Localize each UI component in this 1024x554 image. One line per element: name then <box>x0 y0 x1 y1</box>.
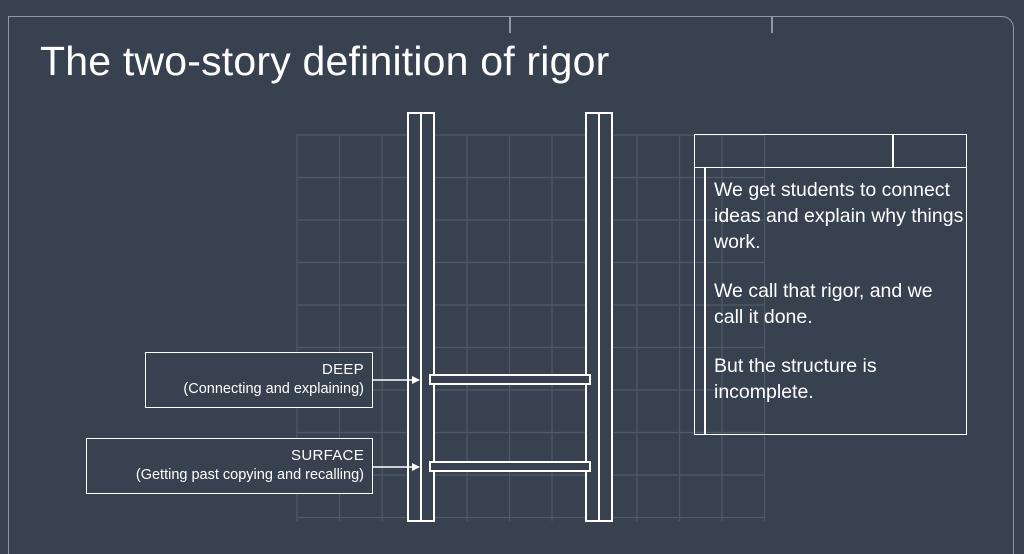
deep-description: (Connecting and explaining) <box>183 381 364 397</box>
note-text: We get students to connect ideas and exp… <box>714 177 964 428</box>
deep-label: DEEP <box>321 361 364 378</box>
left-column <box>407 112 435 522</box>
note-panel: We get students to connect ideas and exp… <box>694 134 967 435</box>
surface-floor-beam <box>429 461 591 472</box>
note-paragraph: We get students to connect ideas and exp… <box>714 179 964 253</box>
surface-description: (Getting past copying and recalling) <box>135 467 364 483</box>
slide-title: The two-story definition of rigor <box>40 38 610 84</box>
note-header-divider <box>892 135 894 167</box>
deep-label-box: DEEP (Connecting and explaining) <box>145 352 373 408</box>
frame-tick <box>771 17 773 33</box>
note-header <box>695 135 966 168</box>
note-paragraph: We call that rigor, and we call it done. <box>714 280 933 328</box>
surface-label: SURFACE <box>291 447 364 464</box>
note-paragraph: But the structure is incomplete. <box>714 355 877 403</box>
slide-frame <box>8 16 1014 554</box>
right-column <box>585 112 613 522</box>
frame-tick <box>509 17 511 33</box>
note-margin-line <box>704 167 706 434</box>
deep-floor-beam <box>429 374 591 385</box>
surface-label-box: SURFACE (Getting past copying and recall… <box>86 438 373 494</box>
